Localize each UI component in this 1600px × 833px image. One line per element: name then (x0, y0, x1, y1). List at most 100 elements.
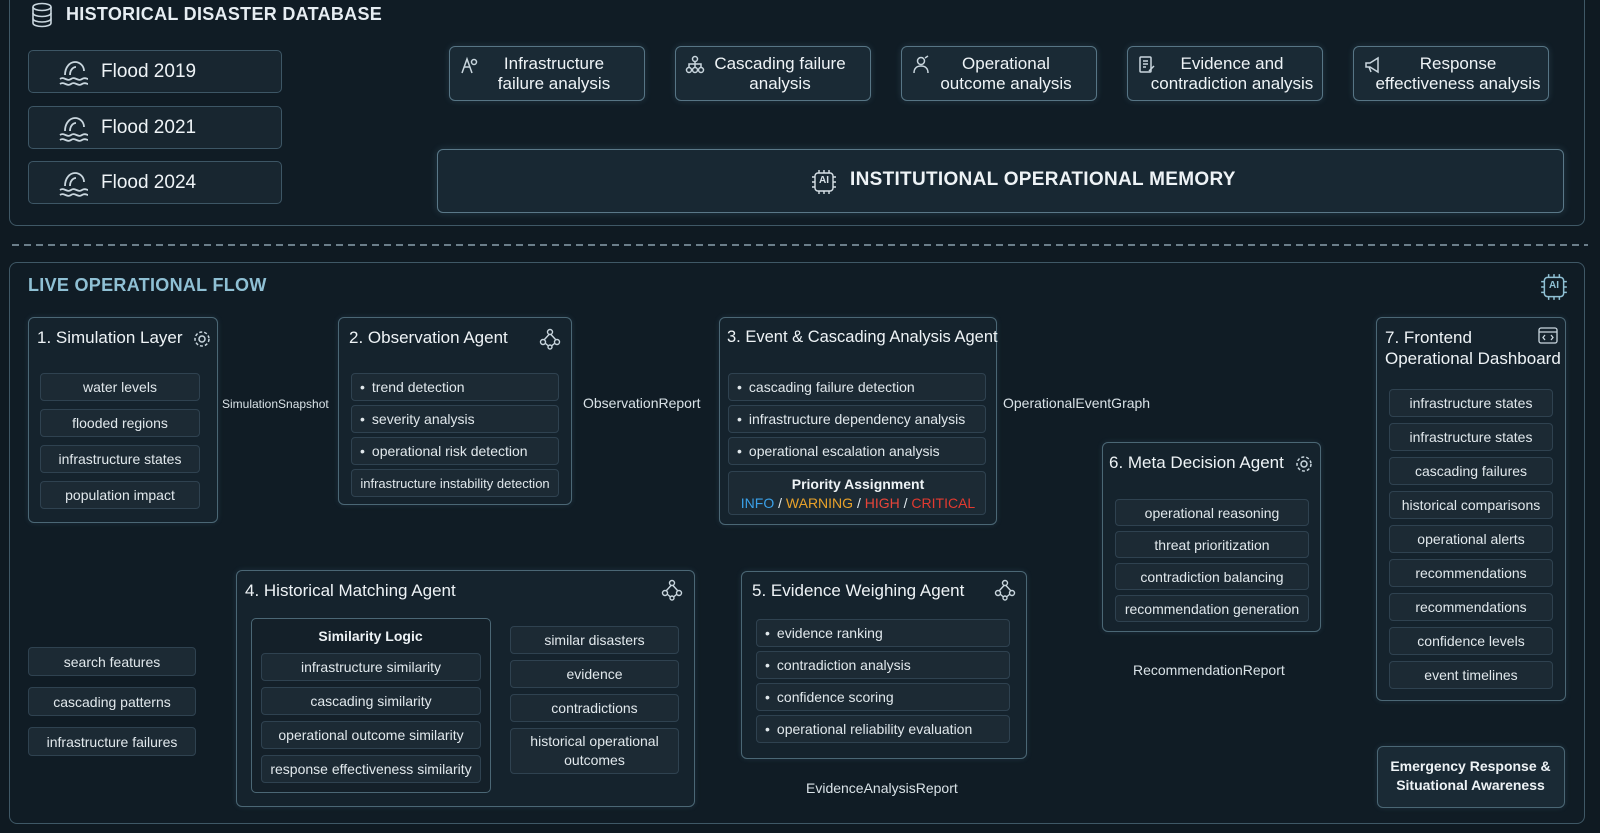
cascading-failure-analysis-line1: Cascading failure (714, 54, 846, 73)
priority-assignment-title: Priority Assignment (791, 476, 925, 492)
operational-outcome-analysis-line2: outcome analysis (940, 74, 1072, 93)
hierarchy-icon (685, 55, 705, 80)
similarity-item: response effectiveness similarity (261, 755, 481, 783)
response-effectiveness-analysis-line2: effectiveness analysis (1375, 74, 1541, 93)
infrastructure-failure-analysis-line1: Infrastructure (503, 54, 605, 73)
simulation-item: infrastructure states (40, 445, 200, 473)
similarity-item: operational outcome similarity (261, 721, 481, 749)
observation-agent-title: 2. Observation Agent (349, 328, 508, 347)
live-flow-title: LIVE OPERATIONAL FLOW (28, 275, 267, 295)
meta-decision-agent-title: 6. Meta Decision Agent (1109, 453, 1284, 472)
meta-decision-agent-box[interactable]: 6. Meta Decision Agent operational reaso… (1102, 442, 1321, 632)
gear-icon (192, 329, 212, 354)
recommendation-report-label: RecommendationReport (1133, 662, 1285, 678)
event-cascading-agent-title: 3. Event & Cascading Analysis Agent (727, 328, 998, 346)
event-item: infrastructure dependency analysis (728, 405, 986, 433)
simulation-layer-title: 1. Simulation Layer (37, 328, 183, 347)
evidence-item: evidence ranking (756, 619, 1010, 647)
operational-outcome-analysis-line1: Operational (962, 54, 1050, 73)
priority-critical: CRITICAL (911, 495, 976, 511)
historical-matching-agent-title: 4. Historical Matching Agent (245, 581, 456, 600)
dashboard-item: recommendations (1389, 593, 1553, 621)
simulation-item: flooded regions (40, 409, 200, 437)
code-window-icon (1538, 327, 1558, 349)
meta-item: operational reasoning (1115, 499, 1309, 526)
similarity-logic-title: Similarity Logic (318, 628, 423, 644)
simulation-item: water levels (40, 373, 200, 401)
evidence-contradiction-analysis-line1: Evidence and (1180, 54, 1284, 73)
priority-separator: / (853, 495, 865, 511)
priority-warning: WARNING (785, 495, 854, 511)
flood-2019-label: Flood 2019 (101, 61, 197, 82)
megaphone-icon (1363, 55, 1383, 80)
network-icon (539, 328, 561, 355)
priority-assignment-box: Priority Assignment INFO / WARNING / HIG… (728, 471, 986, 515)
network-icon (661, 579, 683, 606)
cascading-failure-analysis-line2: analysis (749, 74, 811, 93)
evidence-weighing-agent-title: 5. Evidence Weighing Agent (752, 581, 965, 600)
event-cascading-agent-box[interactable]: 3. Event & Cascading Analysis Agent casc… (719, 317, 998, 525)
observation-extra-item: infrastructure instability detection (351, 469, 559, 497)
evidence-weighing-agent-box[interactable]: 5. Evidence Weighing Agent evidence rank… (741, 571, 1027, 759)
matching-output-item: evidence (510, 660, 679, 688)
response-effectiveness-analysis-line1: Response (1419, 54, 1497, 73)
dashboard-item: infrastructure states (1389, 389, 1553, 417)
dashboard-item: historical comparisons (1389, 491, 1553, 519)
observation-item: severity analysis (351, 405, 559, 433)
dashboard-item: confidence levels (1389, 627, 1553, 655)
evidence-item: operational reliability evaluation (756, 715, 1010, 743)
emergency-response-line1: Emergency Response & (1390, 758, 1551, 774)
evidence-item: contradiction analysis (756, 651, 1010, 679)
simulation-layer-box[interactable]: 1. Simulation Layer water levels flooded… (28, 317, 218, 523)
evidence-contradiction-analysis-line2: contradiction analysis (1150, 74, 1314, 93)
institutional-memory-label: INSTITUTIONAL OPERATIONAL MEMORY (850, 169, 1236, 190)
meta-item: contradiction balancing (1115, 563, 1309, 590)
observation-agent-box[interactable]: 2. Observation Agent trend detection sev… (338, 317, 572, 505)
simulation-item: population impact (40, 481, 200, 509)
operational-event-graph-label: OperationalEventGraph (1003, 395, 1151, 411)
operator-icon (911, 55, 931, 80)
ai-chip-icon: AI (810, 168, 838, 196)
observation-item: operational risk detection (351, 437, 559, 465)
historical-database-title: HISTORICAL DISASTER DATABASE (66, 4, 383, 24)
flood-2024-label: Flood 2024 (101, 172, 197, 193)
dashboard-item: recommendations (1389, 559, 1553, 587)
ai-chip-label: AI (1549, 280, 1559, 291)
evidence-item: confidence scoring (756, 683, 1010, 711)
priority-high: HIGH (864, 495, 900, 511)
meta-item: threat prioritization (1115, 531, 1309, 558)
similarity-logic-box: Similarity Logic infrastructure similari… (251, 618, 491, 793)
cascading-patterns-input: cascading patterns (28, 687, 196, 716)
emergency-response-box[interactable]: Emergency Response & Situational Awarene… (1377, 746, 1565, 808)
historical-matching-agent-box[interactable]: 4. Historical Matching Agent Similarity … (236, 570, 695, 807)
ai-chip-label: AI (819, 175, 829, 186)
flood-2021-item[interactable]: Flood 2021 (28, 106, 282, 149)
observation-item: trend detection (351, 373, 559, 401)
matching-output-item: contradictions (510, 694, 679, 722)
frontend-dashboard-title-line1: 7. Frontend (1385, 328, 1472, 347)
evidence-analysis-report-label: EvidenceAnalysisReport (806, 780, 958, 796)
priority-separator: / (774, 495, 786, 511)
dashboard-item: infrastructure states (1389, 423, 1553, 451)
flood-2021-label: Flood 2021 (101, 117, 197, 138)
similarity-item: cascading similarity (261, 687, 481, 715)
flood-2024-item[interactable]: Flood 2024 (28, 161, 282, 204)
matching-output-item: historical operational outcomes (510, 728, 679, 774)
flood-2019-item[interactable]: Flood 2019 (28, 50, 282, 93)
priority-levels: INFO / WARNING / HIGH / CRITICAL (729, 495, 987, 511)
database-icon (31, 2, 53, 33)
document-icon (1137, 55, 1157, 80)
dashboard-item: cascading failures (1389, 457, 1553, 485)
event-item: cascading failure detection (728, 373, 986, 401)
observation-report-label: ObservationReport (583, 395, 701, 411)
dashboard-item: operational alerts (1389, 525, 1553, 553)
simulation-snapshot-label: SimulationSnapshot (222, 397, 329, 411)
frontend-dashboard-box[interactable]: 7. Frontend Operational Dashboard infras… (1376, 317, 1566, 701)
similarity-item: infrastructure similarity (261, 653, 481, 681)
meta-item: recommendation generation (1115, 595, 1309, 622)
